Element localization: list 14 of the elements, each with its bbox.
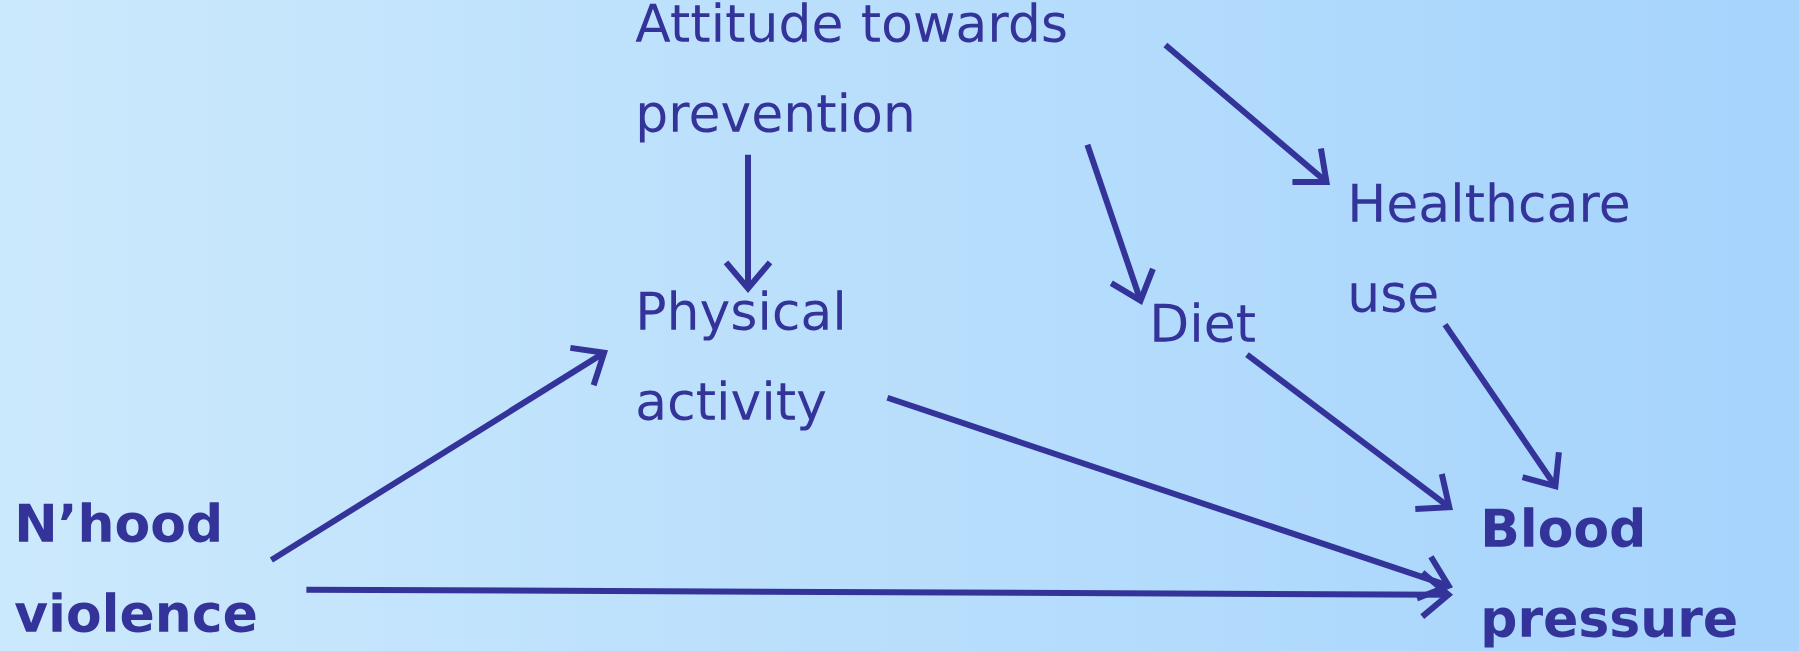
variable-label: Attitude towards prevention [635, 2, 1066, 143]
arrow [1245, 352, 1453, 513]
variable-label: N’hood violence [15, 502, 256, 633]
variable-label: Diet [1154, 302, 1255, 343]
arrow [1442, 322, 1562, 490]
arrow [886, 394, 1453, 602]
variable-label: Physical activity [638, 290, 842, 431]
variable-label: Healthcare use [1351, 182, 1628, 313]
arrow [306, 570, 1453, 619]
arrow [269, 344, 608, 563]
arrow [723, 154, 773, 293]
variable-label: Blood pressure [1484, 507, 1736, 648]
arrow [1163, 42, 1330, 185]
arrow [1084, 143, 1156, 305]
